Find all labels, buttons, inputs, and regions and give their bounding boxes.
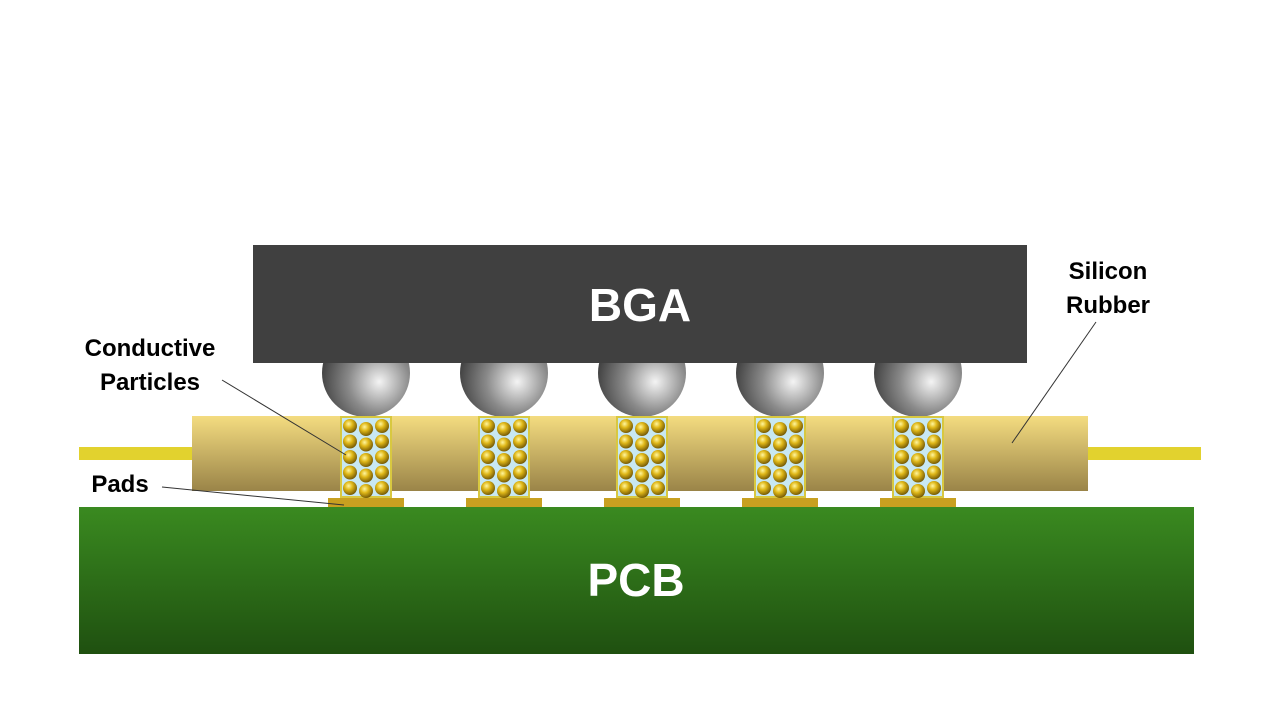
conductive-particle bbox=[773, 422, 787, 436]
conductive-particle bbox=[513, 434, 527, 449]
pad bbox=[328, 498, 404, 507]
label-line: Silicon bbox=[1068, 258, 1148, 285]
leader-pads bbox=[161, 486, 345, 506]
conductive-particle bbox=[911, 422, 925, 436]
conductive-particle bbox=[513, 419, 527, 433]
conductive-particle bbox=[927, 465, 941, 480]
pad bbox=[466, 498, 542, 507]
conductive-particle bbox=[497, 468, 511, 483]
conductive-particle bbox=[481, 481, 495, 495]
conductive-particle bbox=[789, 450, 803, 464]
conductive-particle bbox=[343, 465, 357, 480]
conductive-particle bbox=[651, 481, 665, 495]
conductive-particle bbox=[789, 419, 803, 433]
conductive-particle bbox=[757, 434, 771, 449]
conductive-particle bbox=[773, 437, 787, 452]
conductive-particle bbox=[359, 437, 373, 452]
conductive-particle bbox=[789, 465, 803, 480]
conductive-particle bbox=[773, 453, 787, 467]
conductive-particles-label: Conductive Particles bbox=[60, 332, 240, 400]
conductive-particle bbox=[359, 484, 373, 498]
leader-silicon-rubber bbox=[1011, 321, 1097, 444]
conductive-particle bbox=[773, 468, 787, 483]
pads-label: Pads bbox=[91, 471, 149, 498]
conductive-particle bbox=[481, 450, 495, 464]
conductive-particle bbox=[789, 481, 803, 495]
conductive-particle bbox=[757, 465, 771, 480]
silicon-rubber-label: Silicon Rubber bbox=[1038, 255, 1178, 323]
bga-chip bbox=[253, 245, 1027, 363]
conductive-particle bbox=[497, 484, 511, 498]
pad bbox=[604, 498, 680, 507]
conductive-particle bbox=[895, 419, 909, 433]
conductive-particle bbox=[343, 419, 357, 433]
pcb bbox=[79, 507, 1194, 654]
conductive-particle bbox=[895, 481, 909, 495]
conductive-particle bbox=[481, 465, 495, 480]
conductive-particle bbox=[619, 465, 633, 480]
conductive-particle bbox=[635, 484, 649, 498]
conductive-particle bbox=[513, 481, 527, 495]
conductive-particle bbox=[619, 481, 633, 495]
conductive-particle bbox=[497, 422, 511, 436]
conductive-particle bbox=[635, 468, 649, 483]
conductive-particle bbox=[757, 481, 771, 495]
conductive-particle bbox=[651, 465, 665, 480]
label-line: Particles bbox=[99, 369, 201, 396]
conductive-particle bbox=[375, 434, 389, 449]
conductive-particle bbox=[359, 468, 373, 483]
conductive-particle bbox=[375, 481, 389, 495]
conductive-particle bbox=[927, 434, 941, 449]
conductive-particle bbox=[497, 453, 511, 467]
conductive-particle bbox=[911, 484, 925, 498]
conductive-particle bbox=[895, 465, 909, 480]
conductive-particle bbox=[789, 434, 803, 449]
conductive-particle bbox=[757, 419, 771, 433]
pad bbox=[742, 498, 818, 507]
conductive-particle bbox=[343, 481, 357, 495]
conductive-particle bbox=[375, 465, 389, 480]
conductive-particle bbox=[481, 419, 495, 433]
conductive-particle bbox=[619, 450, 633, 464]
conductive-particle bbox=[911, 453, 925, 467]
conductive-particle bbox=[497, 437, 511, 452]
label-line: Rubber bbox=[1066, 292, 1150, 319]
conductive-particle bbox=[343, 450, 357, 464]
trace-right bbox=[1086, 447, 1201, 460]
conductive-particle bbox=[359, 422, 373, 436]
conductive-particle bbox=[635, 422, 649, 436]
conductive-particle bbox=[619, 419, 633, 433]
label-line: Conductive bbox=[84, 335, 216, 362]
conductive-particle bbox=[343, 434, 357, 449]
conductive-particle bbox=[911, 437, 925, 452]
conductive-particle bbox=[375, 450, 389, 464]
conductive-particle bbox=[359, 453, 373, 467]
conductive-particle bbox=[619, 434, 633, 449]
conductive-particle bbox=[481, 434, 495, 449]
bga-label: BGA bbox=[588, 279, 692, 331]
conductive-particle bbox=[895, 434, 909, 449]
conductive-particle bbox=[927, 450, 941, 464]
conductive-particle bbox=[927, 481, 941, 495]
conductive-particle bbox=[651, 434, 665, 449]
conductive-particle bbox=[375, 419, 389, 433]
conductive-particle bbox=[651, 450, 665, 464]
conductive-particle bbox=[911, 468, 925, 483]
conductive-particle bbox=[895, 450, 909, 464]
trace-left bbox=[79, 447, 194, 460]
conductive-particle bbox=[513, 450, 527, 464]
conductive-particle bbox=[635, 437, 649, 452]
conductive-particle bbox=[927, 419, 941, 433]
pad bbox=[880, 498, 956, 507]
leader-conductive-particles bbox=[221, 379, 347, 456]
conductive-particle bbox=[513, 465, 527, 480]
conductive-particle bbox=[651, 419, 665, 433]
conductive-particle bbox=[773, 484, 787, 498]
conductive-particle bbox=[757, 450, 771, 464]
conductive-particle bbox=[635, 453, 649, 467]
pcb-label: PCB bbox=[587, 554, 685, 606]
